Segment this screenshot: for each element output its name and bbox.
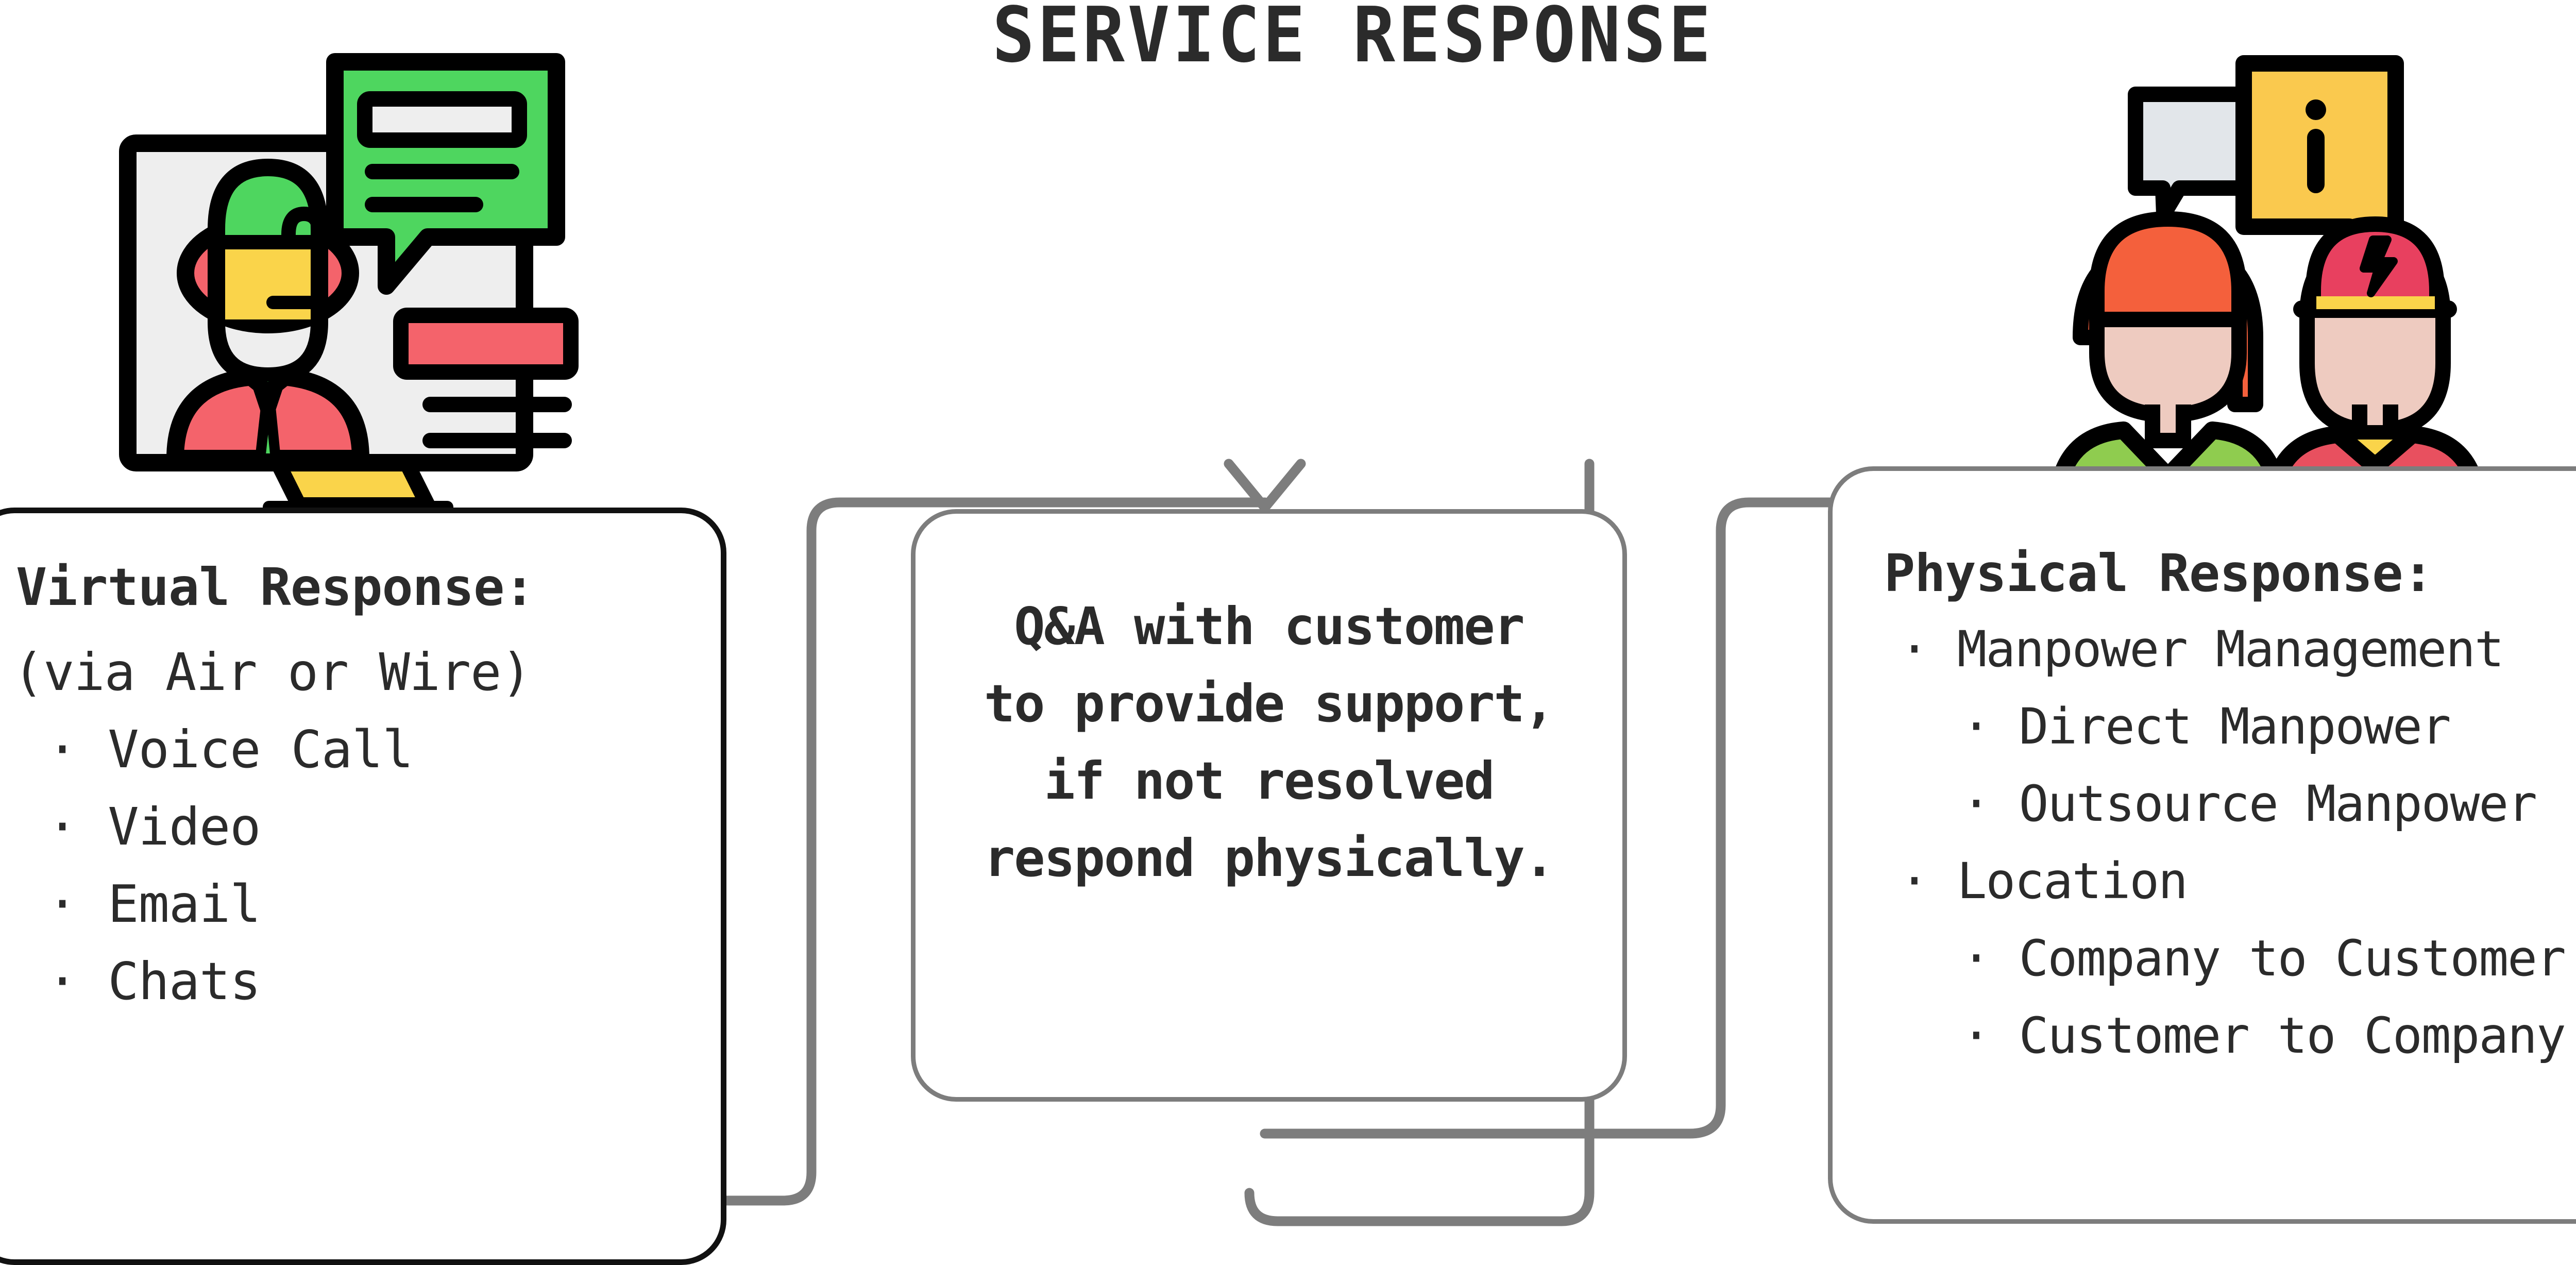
qa-line: Q&A with customer <box>1014 596 1525 656</box>
physical-response-box: Physical Response: · Manpower Management… <box>1828 466 2576 1224</box>
customer-and-technician-icon <box>2025 49 2488 521</box>
list-item: · Manpower Management <box>1900 620 2504 678</box>
physical-response-body: Physical Response: · Manpower Management… <box>1833 471 2576 1219</box>
qa-line: respond physically. <box>984 828 1555 888</box>
virtual-response-body: Virtual Response: (via Air or Wire) · Vo… <box>0 513 721 1259</box>
list-item: · Location <box>1900 852 2188 910</box>
virtual-response-subheading: (via Air or Wire) <box>13 642 532 702</box>
list-item: · Outsource Manpower <box>1961 775 2537 833</box>
list-item: · Customer to Company <box>1961 1007 2566 1065</box>
qa-box: Q&A with customer to provide support, if… <box>911 509 1627 1102</box>
qa-body: Q&A with customer to provide support, if… <box>916 514 1622 1097</box>
list-item: · Voice Call <box>47 719 413 780</box>
arrowhead-virtual-to-qa <box>1224 459 1306 513</box>
list-item: · Video <box>47 797 261 857</box>
customer-service-agent-monitor-icon <box>118 52 587 515</box>
qa-line: if not resolved <box>1044 751 1495 811</box>
virtual-response-box: Virtual Response: (via Air or Wire) · Vo… <box>0 508 726 1265</box>
physical-response-heading: Physical Response: <box>1884 543 2434 603</box>
qa-line: to provide support, <box>984 673 1555 734</box>
connector-qa-tail <box>1244 1188 1566 1226</box>
list-item: · Chats <box>47 951 261 1011</box>
list-item: · Email <box>47 874 261 934</box>
list-item: · Direct Manpower <box>1961 698 2451 755</box>
virtual-response-heading: Virtual Response: <box>16 557 535 617</box>
page-title: SERVICE RESPONSE <box>992 0 1714 79</box>
list-item: · Company to Customer <box>1961 930 2566 987</box>
